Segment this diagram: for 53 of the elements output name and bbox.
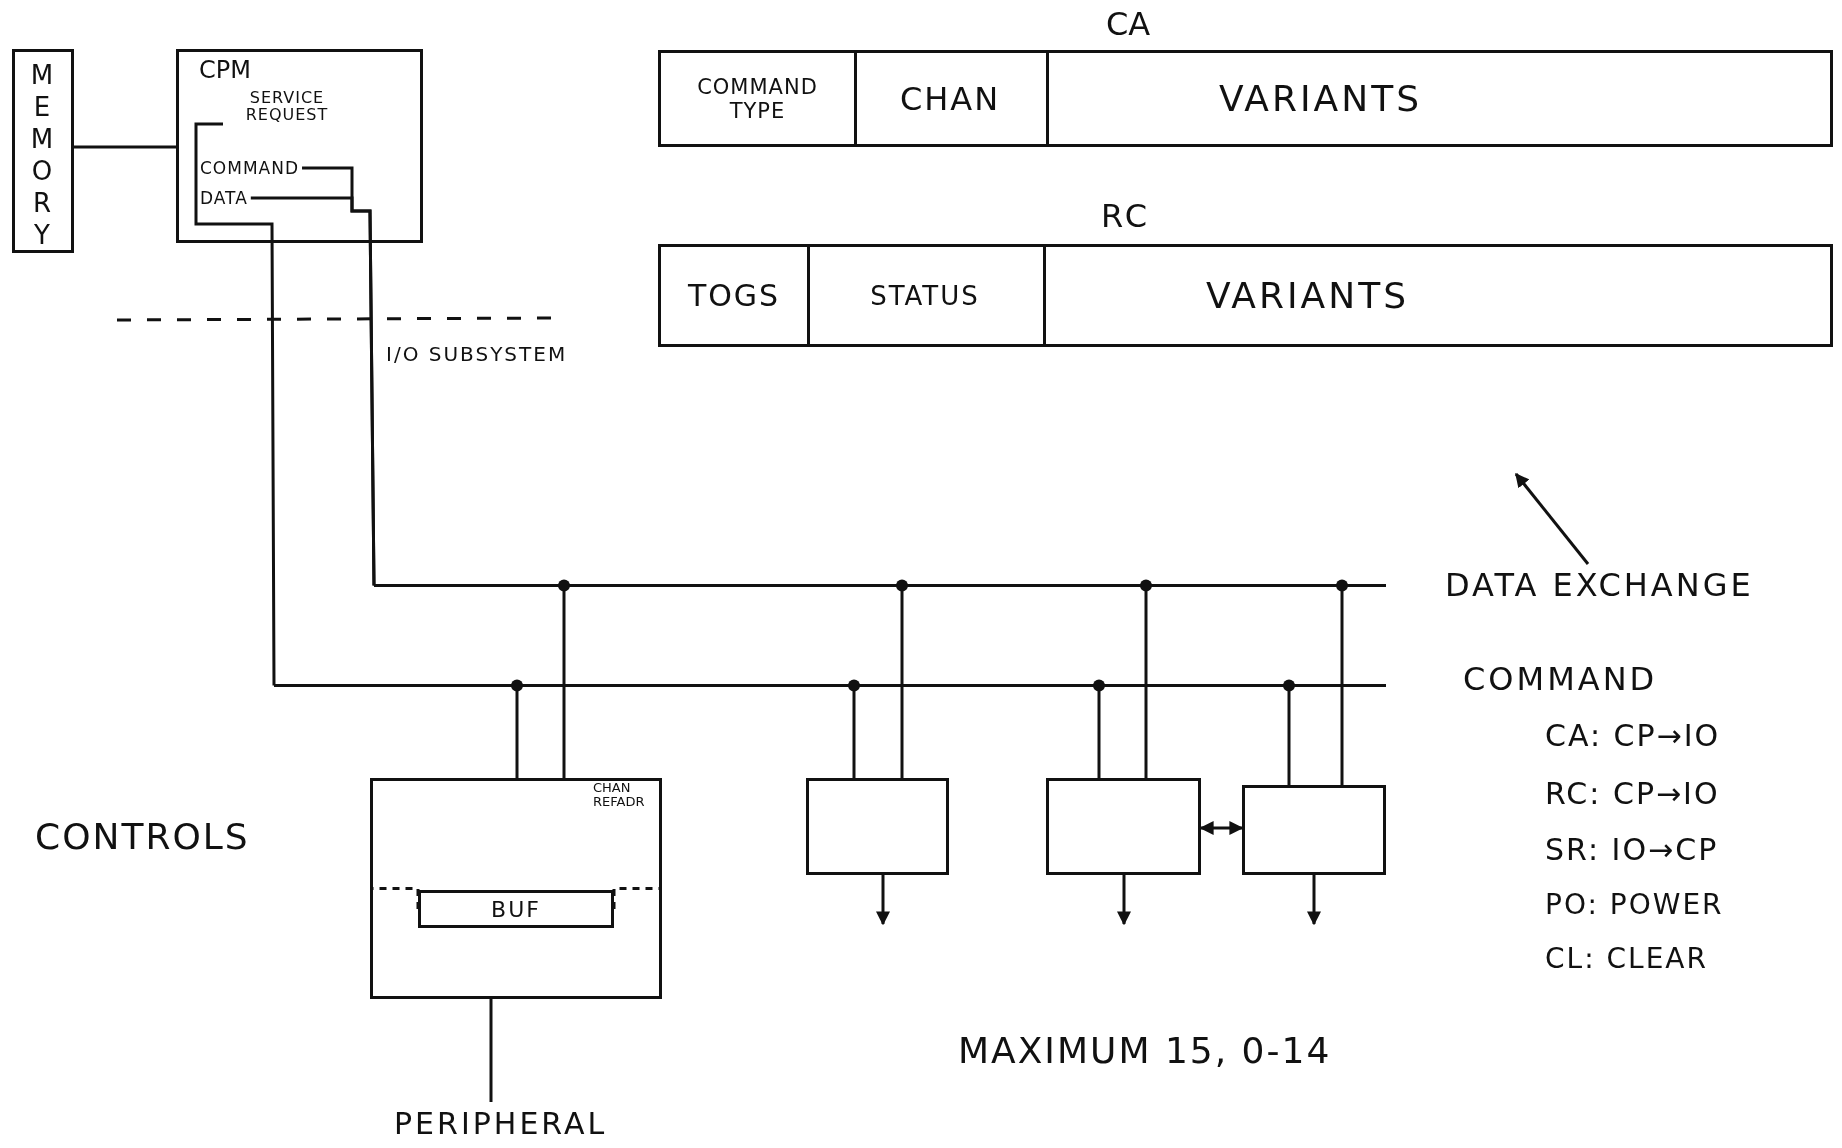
signal-label: PERIPHERAL <box>394 1106 608 1141</box>
bus-label: COMMAND <box>1463 660 1658 698</box>
arrow <box>1117 875 1131 926</box>
command-definition: CL: CLEAR <box>1545 942 1708 975</box>
record-title: CA <box>1106 5 1151 43</box>
processor-box <box>176 49 423 243</box>
arrow <box>1514 472 1590 565</box>
box-label: BUF <box>491 896 541 922</box>
command-definition: RC: CP→IO <box>1545 776 1720 811</box>
arrow <box>876 875 890 926</box>
bus-tap <box>558 579 570 778</box>
arrow <box>1307 875 1321 926</box>
double-arrow <box>1199 821 1244 835</box>
buffer-box <box>418 890 614 928</box>
controller-box <box>370 778 662 999</box>
command-definition: SR: IO→CP <box>1545 832 1719 867</box>
bus-line <box>374 584 1386 587</box>
section-label: CONTROLS <box>35 816 250 857</box>
signal-label: SERVICE REQUEST <box>226 90 348 124</box>
record-title: RC <box>1101 197 1150 235</box>
bus-tap <box>848 679 860 778</box>
bus-tap <box>1093 679 1105 778</box>
memory-box <box>12 49 74 253</box>
field-label: VARIANTS <box>1219 78 1422 119</box>
field-label: COMMAND TYPE <box>696 74 819 123</box>
bus-label: DATA EXCHANGE <box>1445 566 1754 604</box>
controller-box <box>806 778 949 875</box>
bus-line <box>274 684 1386 687</box>
connector-line <box>74 145 176 149</box>
field-label: STATUS <box>870 280 980 311</box>
bus-tap <box>511 679 523 778</box>
command-definition: CA: CP→IO <box>1545 718 1721 753</box>
box-title: CPM <box>199 56 251 84</box>
bus-tap <box>1336 579 1348 785</box>
field-label: TOGS <box>687 278 781 313</box>
connector-line <box>489 999 493 1102</box>
field-label: VARIANTS <box>1206 275 1409 316</box>
bus-tap <box>1140 579 1152 778</box>
corner-note: CHAN REFADR <box>593 781 646 809</box>
bus-tap <box>1283 679 1295 785</box>
controller-box <box>1242 785 1386 875</box>
connector-line <box>250 196 376 586</box>
dashed-line <box>373 887 420 909</box>
signal-label: DATA <box>200 188 248 208</box>
command-definition: PO: POWER <box>1545 888 1724 921</box>
note: MAXIMUM 15, 0-14 <box>958 1030 1332 1071</box>
bus-tap <box>896 579 908 778</box>
signal-label: COMMAND <box>200 158 300 178</box>
controller-box <box>1046 778 1201 875</box>
section-label: I/O SUBSYSTEM <box>386 342 568 366</box>
field-label: CHAN <box>899 79 1001 118</box>
vertical-label: MEMORY <box>29 60 55 252</box>
connector-line <box>194 122 276 686</box>
